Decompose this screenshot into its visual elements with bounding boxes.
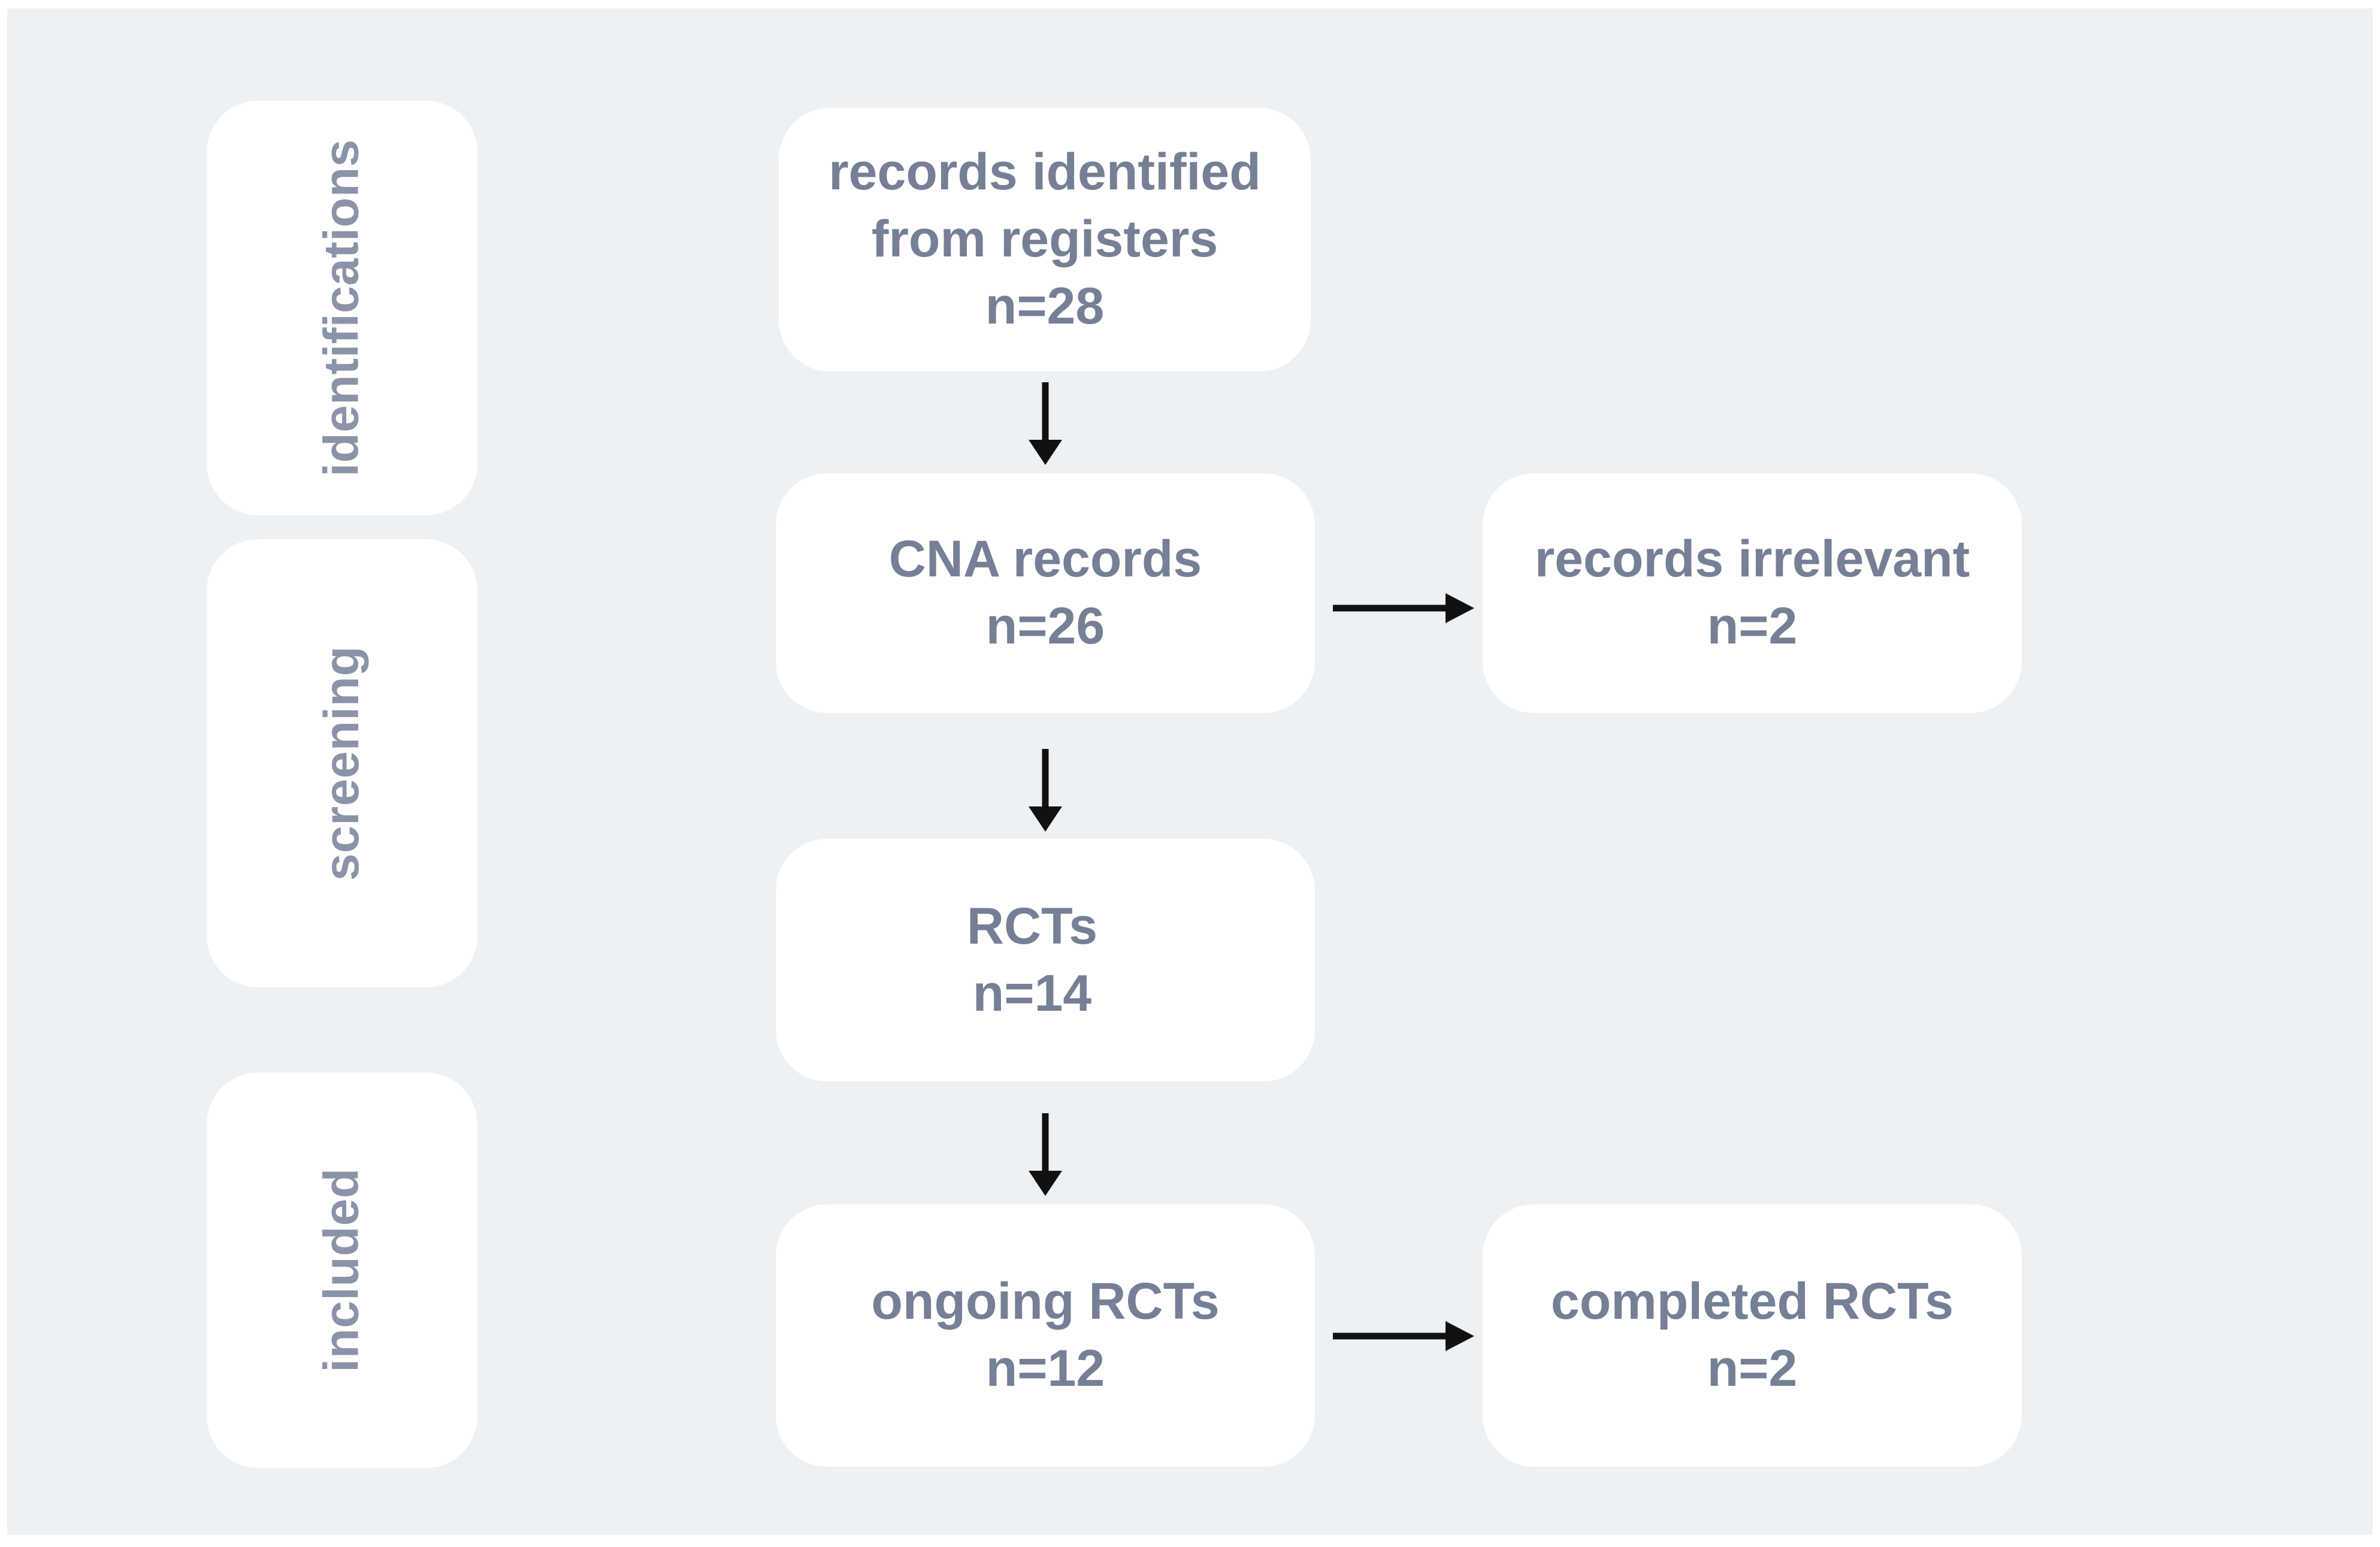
node-records-irrelevant: records irrelevant n=2 <box>1483 473 2022 713</box>
node-cna-records: CNA records n=26 <box>776 473 1315 713</box>
node-records-identified-count: n=28 <box>985 277 1105 335</box>
node-rcts-count: n=14 <box>972 964 1092 1022</box>
node-records-identified-line2: from registers <box>871 210 1218 268</box>
stage-label-identifications: identifications <box>314 139 370 477</box>
stage-label-included: included <box>314 1168 369 1373</box>
node-records-identified: records identified from registers n=28 <box>779 108 1311 371</box>
stage-box-screening: screening <box>207 539 477 987</box>
stage-box-identifications: identifications <box>207 101 477 515</box>
stage-label-screening: screening <box>314 646 369 881</box>
node-ongoing-rcts: ongoing RCTs n=12 <box>776 1204 1315 1467</box>
node-records-irrelevant-count: n=2 <box>1707 597 1798 655</box>
stage-box-included: included <box>207 1072 477 1468</box>
node-rcts: RCTs n=14 <box>776 839 1315 1081</box>
node-records-irrelevant-line1: records irrelevant <box>1534 530 1970 588</box>
node-rcts-line1: RCTs <box>966 897 1098 955</box>
node-ongoing-rcts-count: n=12 <box>985 1340 1105 1397</box>
node-cna-records-count: n=26 <box>985 597 1105 655</box>
node-ongoing-rcts-line1: ongoing RCTs <box>871 1273 1220 1331</box>
node-completed-rcts: completed RCTs n=2 <box>1483 1204 2022 1467</box>
node-records-identified-line1: records identified <box>828 143 1261 201</box>
node-completed-rcts-count: n=2 <box>1707 1340 1798 1397</box>
node-rcts-inner: RCTs n=14 <box>967 893 1097 1028</box>
node-completed-rcts-line1: completed RCTs <box>1550 1273 1954 1331</box>
node-cna-records-line1: CNA records <box>888 530 1202 588</box>
